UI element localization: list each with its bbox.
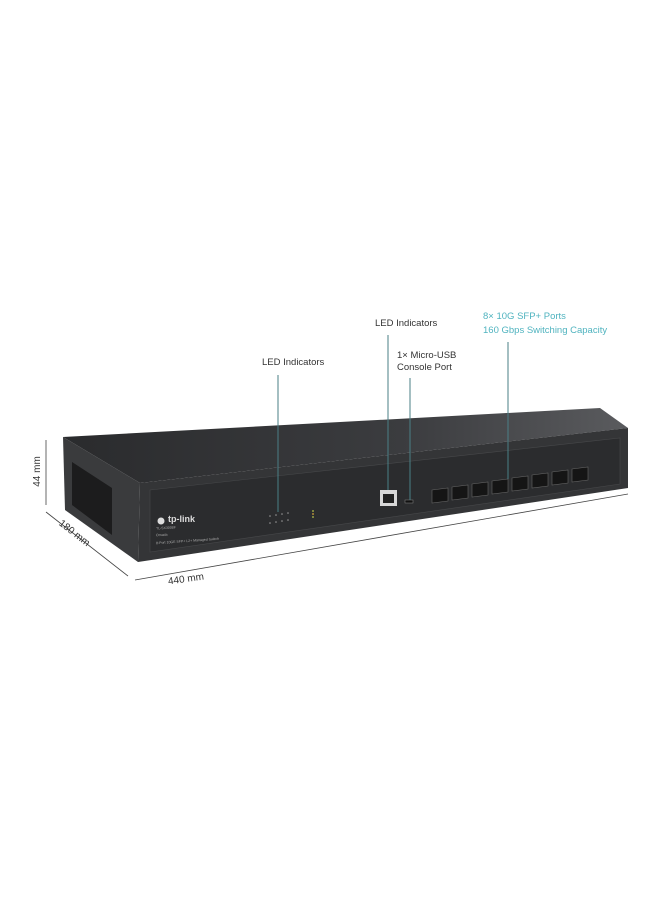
callout-led-left: LED Indicators xyxy=(262,357,325,368)
brand-logo-text: tp-link xyxy=(168,514,195,524)
callout-console-line2: Console Port xyxy=(397,362,452,373)
callout-sfp-line2: 160 Gbps Switching Capacity xyxy=(483,325,608,336)
switch-top-face xyxy=(63,408,628,483)
callout-console-line1: 1× Micro-USB xyxy=(397,350,457,361)
callout-led-center: LED Indicators xyxy=(375,318,438,329)
callout-sfp-line1: 8× 10G SFP+ Ports xyxy=(483,311,566,322)
led-indicators xyxy=(269,510,314,524)
sfp-ports xyxy=(431,466,589,504)
callout-lines xyxy=(277,335,509,512)
product-subtitle: Omada xyxy=(155,532,168,538)
tp-link-logo-icon xyxy=(157,517,165,525)
dimension-lines xyxy=(45,440,629,581)
dimension-height: 44 mm xyxy=(31,456,43,487)
vent-grille xyxy=(72,462,112,535)
micro-usb-port xyxy=(404,499,414,504)
